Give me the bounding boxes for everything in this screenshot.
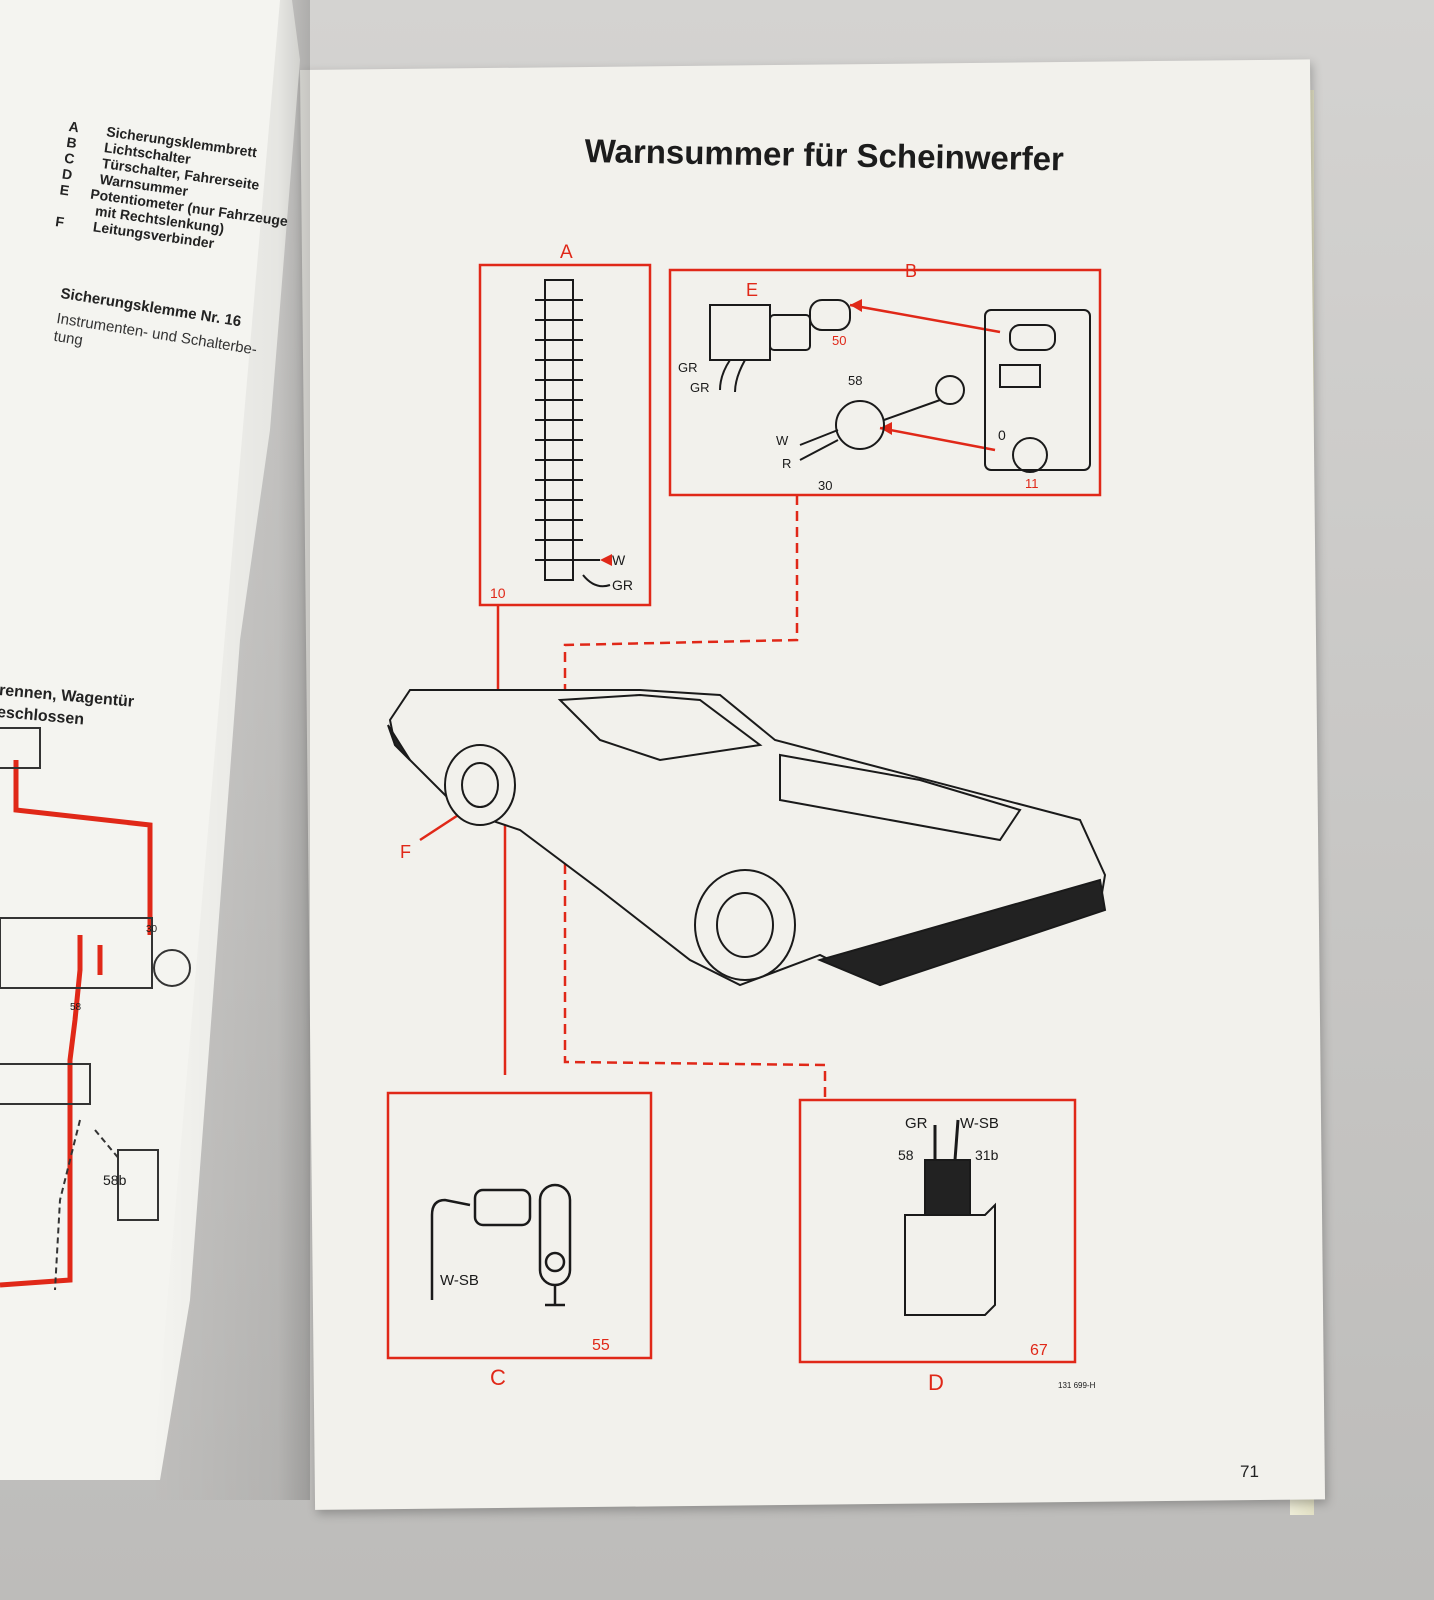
warning-buzzer-diagram: A 10 W GR B E 50 58 30 W R GR GR 0 11 <box>386 242 1107 1395</box>
callout-letter: A <box>560 242 573 263</box>
arrow-head <box>600 554 612 566</box>
arrow-line <box>849 303 1001 334</box>
light-switch-box <box>0 917 153 989</box>
rear-bumper <box>816 878 1107 987</box>
ground-icon <box>545 1285 565 1307</box>
light-switch-knob-icon <box>1012 437 1048 473</box>
switch-position-label: 0 <box>998 427 1006 443</box>
wire-label: W-SB <box>960 1115 999 1132</box>
terminal-label: 30 <box>146 924 158 935</box>
callout-box-b <box>668 268 1102 497</box>
callout-letter: C <box>490 1365 506 1390</box>
wire <box>13 760 153 935</box>
wire-label: GR <box>612 577 633 593</box>
callout-box-a <box>478 263 652 607</box>
car-window <box>557 693 763 762</box>
dashboard-panel-icon <box>984 309 1091 471</box>
callout-letter: F <box>400 842 411 862</box>
callout-box-c <box>386 1091 653 1360</box>
wire-leads <box>799 429 839 461</box>
wire-label: W <box>776 433 789 448</box>
callout-number: 50 <box>832 333 846 348</box>
callout-number: 11 <box>1025 476 1039 491</box>
panel-switch-icon <box>999 364 1041 388</box>
car-rear-window <box>779 753 1022 842</box>
callout-letter-e: E <box>746 280 758 300</box>
callout-number: 67 <box>1030 1342 1048 1359</box>
arrow-head <box>850 299 862 312</box>
buzzer-wires <box>933 1119 960 1161</box>
light-switch-shaft-icon <box>883 399 941 421</box>
terminal-strip-body <box>544 279 574 581</box>
door-switch-wire <box>430 1198 471 1300</box>
callout-number: 55 <box>592 1337 610 1354</box>
dashed-wire-d <box>563 800 827 1100</box>
buzzer-body-icon <box>904 1202 996 1316</box>
component-box <box>0 727 41 769</box>
left-wiring-diagram: 30 58 58b <box>0 727 191 1291</box>
wire <box>0 935 83 1288</box>
rheostat-box <box>117 1149 159 1221</box>
callout-number: 10 <box>490 585 506 601</box>
fuse-terminal-strip <box>535 279 611 588</box>
wire-label: R <box>782 456 791 471</box>
door-switch-plunger-icon <box>473 1188 532 1227</box>
knob-icon <box>153 949 191 987</box>
callout-box-d <box>798 1098 1077 1364</box>
buzzer-connector-icon <box>924 1159 971 1216</box>
wire-gr1 <box>719 359 731 391</box>
fuse-box <box>0 1063 91 1105</box>
wire-label: GR <box>905 1115 928 1132</box>
light-switch-end-icon <box>935 375 965 405</box>
terminal-label: 58 <box>70 1002 82 1013</box>
wire-label: GR <box>678 360 698 375</box>
front-bumper <box>387 724 411 761</box>
figure-code: 131 699-H <box>1058 1381 1096 1390</box>
callout-letter: B <box>905 261 917 281</box>
wire-gr-lead <box>582 574 611 588</box>
terminal-label: 30 <box>818 478 832 493</box>
arrow-head <box>880 422 892 435</box>
wire-gr2 <box>734 359 746 393</box>
potentiometer-gear-icon <box>769 314 811 351</box>
wire-label: W <box>612 552 626 568</box>
wire-label: GR <box>690 380 710 395</box>
rear-hub-icon <box>716 892 774 958</box>
terminal-label: 58b <box>103 1172 127 1188</box>
dashed-wire <box>94 1129 121 1161</box>
dashed-wire <box>54 1119 81 1291</box>
page-number: 71 <box>1240 1462 1259 1481</box>
car-illustration <box>387 689 1107 987</box>
potentiometer-icon <box>709 304 771 361</box>
mounting-hole-icon <box>544 1251 566 1273</box>
terminal-teeth <box>535 299 583 561</box>
light-switch-body-icon <box>835 400 885 450</box>
potentiometer-shaft-icon <box>809 299 851 331</box>
panel-knob-icon <box>1009 324 1056 351</box>
wire-label: W-SB <box>440 1272 479 1289</box>
front-hub-icon <box>461 762 499 808</box>
terminal-label: 58 <box>848 373 862 388</box>
arrow-line <box>879 426 996 452</box>
terminal-label: 58 <box>898 1147 914 1163</box>
terminal-label: 31b <box>975 1147 999 1163</box>
callout-letter: D <box>928 1370 944 1395</box>
